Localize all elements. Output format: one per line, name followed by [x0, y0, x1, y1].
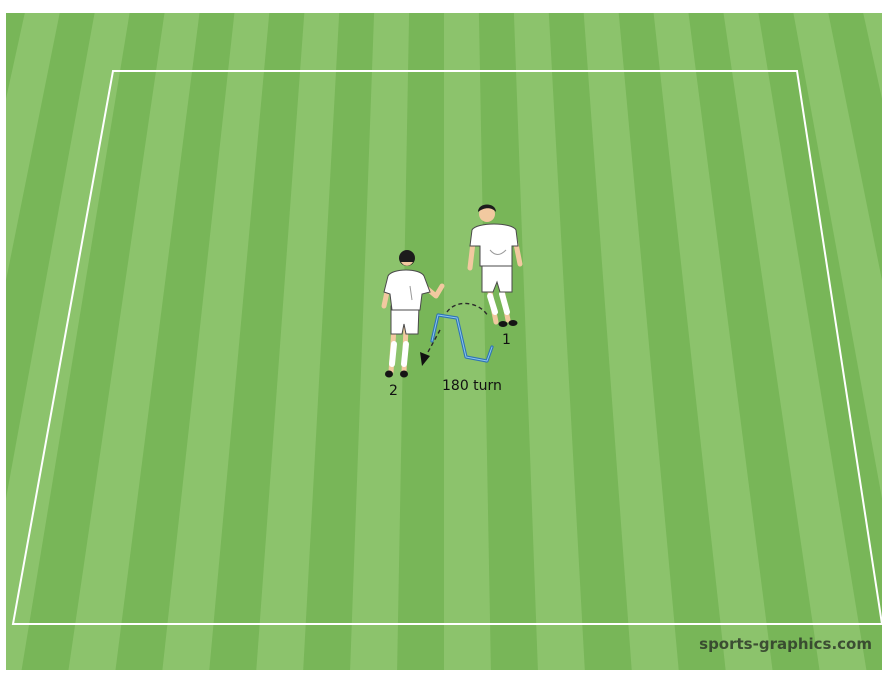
player-1-label: 1 — [502, 333, 511, 347]
watermark-text: sports-graphics.com — [699, 635, 872, 653]
player-2-label: 2 — [389, 384, 398, 398]
turn-label: 180 turn — [442, 379, 502, 393]
